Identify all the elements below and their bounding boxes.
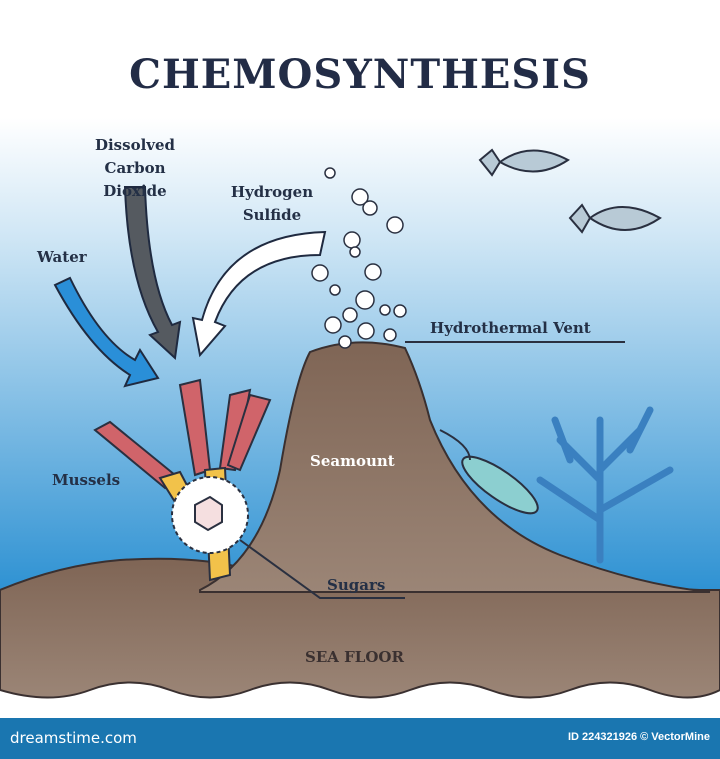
fish: [478, 148, 662, 234]
mussels: [93, 378, 272, 582]
water-label: Water: [36, 248, 88, 266]
image-credit: ID 224321926 © VectorMine: [567, 731, 710, 743]
sugars-leader-line: [239, 539, 405, 599]
water-arrow: [53, 276, 160, 388]
h2s-label-line1: Hydrogen: [231, 183, 313, 201]
vent-bubbles: [311, 167, 407, 349]
sugars-label: Sugars: [327, 576, 385, 594]
footer-bar: dreamstime.com ID 224321926 © VectorMine: [0, 718, 720, 759]
co2-label-line1: Dissolved: [95, 136, 176, 154]
shrimp: [439, 429, 539, 515]
co2-label-line2: Carbon: [105, 159, 166, 177]
mussels-label: Mussels: [52, 471, 120, 489]
co2-arrow: [123, 186, 182, 361]
coral: [536, 406, 674, 564]
page-title: CHEMOSYNTHESIS: [129, 51, 591, 98]
co2-label-line3: Dioxide: [103, 182, 166, 200]
seamount-label: Seamount: [310, 452, 395, 470]
h2s-arrow: [191, 230, 327, 358]
brand-logo[interactable]: dreamstime.com: [10, 729, 137, 747]
vent-label: Hydrothermal Vent: [430, 319, 591, 337]
h2s-label-line2: Sulfide: [243, 206, 301, 224]
seamount: [199, 341, 711, 593]
sea-floor-label: SEA FLOOR: [305, 648, 404, 666]
